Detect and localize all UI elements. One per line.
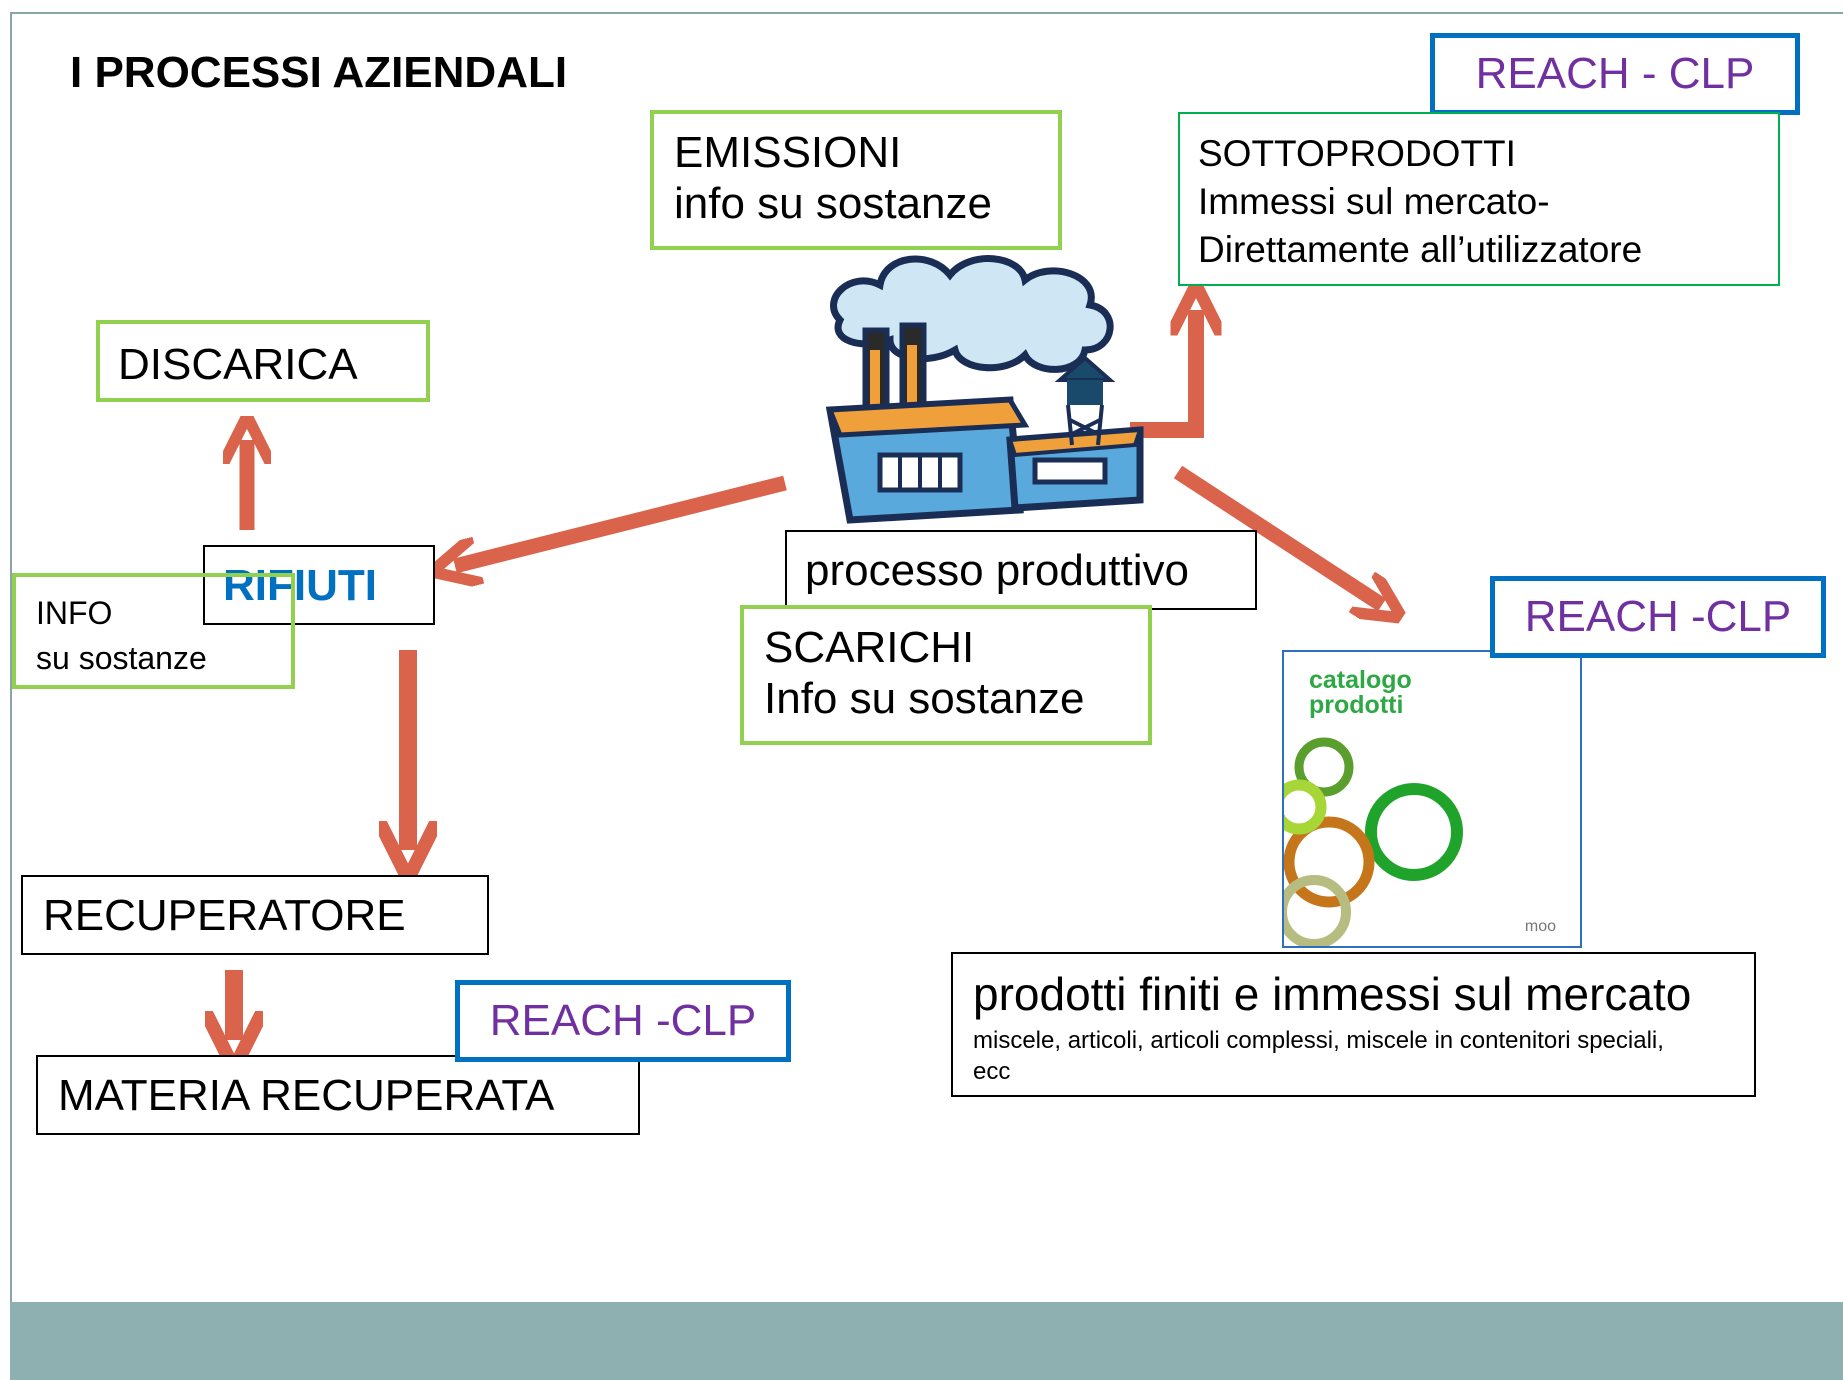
arrow-to-rifiuti	[455, 475, 787, 566]
reach-clp-right-badge: REACH -CLP	[1490, 576, 1826, 658]
catalog-image: catalogo prodotti moo	[1282, 650, 1582, 948]
emissioni-box: EMISSIONI info su sostanze	[650, 110, 1062, 250]
sottoprodotti-line1: SOTTOPRODOTTI	[1198, 133, 1516, 174]
factory-icon	[825, 255, 1144, 524]
info-sostanze-box: INFO su sostanze	[12, 573, 295, 689]
prodotti-finiti-box: prodotti finiti e immessi sul mercato mi…	[951, 952, 1756, 1097]
arrow-to-prodotti	[1173, 465, 1382, 605]
recuperatore-box: RECUPERATORE	[21, 875, 489, 955]
emissioni-line2: info su sostanze	[674, 178, 992, 228]
reach-clp-right-label: REACH -CLP	[1524, 592, 1792, 641]
catalog-title-line1: catalogo	[1309, 666, 1412, 694]
footer-band	[10, 1302, 1843, 1380]
materia-recuperata-label: MATERIA RECUPERATA	[58, 1071, 555, 1120]
scarichi-box: SCARICHI Info su sostanze	[740, 605, 1152, 745]
reach-clp-top-badge: REACH - CLP	[1430, 33, 1800, 115]
scarichi-line2: Info su sostanze	[764, 673, 1085, 723]
materia-recuperata-box: MATERIA RECUPERATA	[36, 1055, 640, 1135]
info-line2: su sostanze	[36, 639, 207, 676]
slide-border	[10, 12, 1843, 1302]
catalog-title-line2: prodotti	[1309, 691, 1404, 719]
discarica-label: DISCARICA	[118, 340, 358, 389]
reach-clp-top-label: REACH - CLP	[1475, 49, 1755, 98]
processo-produttivo-label: processo produttivo	[805, 546, 1189, 595]
sottoprodotti-line2: Immessi sul mercato-	[1198, 181, 1550, 223]
catalog-logo: moo	[1524, 918, 1556, 935]
prodotti-finiti-main: prodotti finiti e immessi sul mercato	[973, 968, 1692, 1020]
scarichi-line1: SCARICHI	[764, 623, 975, 672]
sottoprodotti-line3: Direttamente all’utilizzatore	[1198, 229, 1643, 271]
rifiuti-box: RIFIUTI	[203, 545, 435, 625]
sottoprodotti-box: SOTTOPRODOTTI Immessi sul mercato- Diret…	[1178, 112, 1780, 286]
arrow-to-sottoprodotti	[1130, 310, 1196, 438]
catalog-rings	[1284, 737, 1463, 946]
discarica-box: DISCARICA	[96, 320, 430, 402]
slide-title: I PROCESSI AZIENDALI	[70, 48, 568, 97]
reach-clp-bottom-label: REACH -CLP	[489, 996, 757, 1045]
reach-clp-bottom-badge: REACH -CLP	[455, 980, 791, 1062]
emissioni-line1: EMISSIONI	[674, 128, 902, 177]
recuperatore-label: RECUPERATORE	[43, 891, 406, 940]
processo-produttivo-box: processo produttivo	[785, 530, 1257, 610]
rifiuti-label: RIFIUTI	[223, 561, 377, 610]
catalog-title: catalogo prodotti	[1309, 668, 1509, 718]
prodotti-finiti-sub: miscele, articoli, articoli complessi, m…	[973, 1026, 1664, 1086]
info-line1: INFO	[36, 595, 113, 631]
